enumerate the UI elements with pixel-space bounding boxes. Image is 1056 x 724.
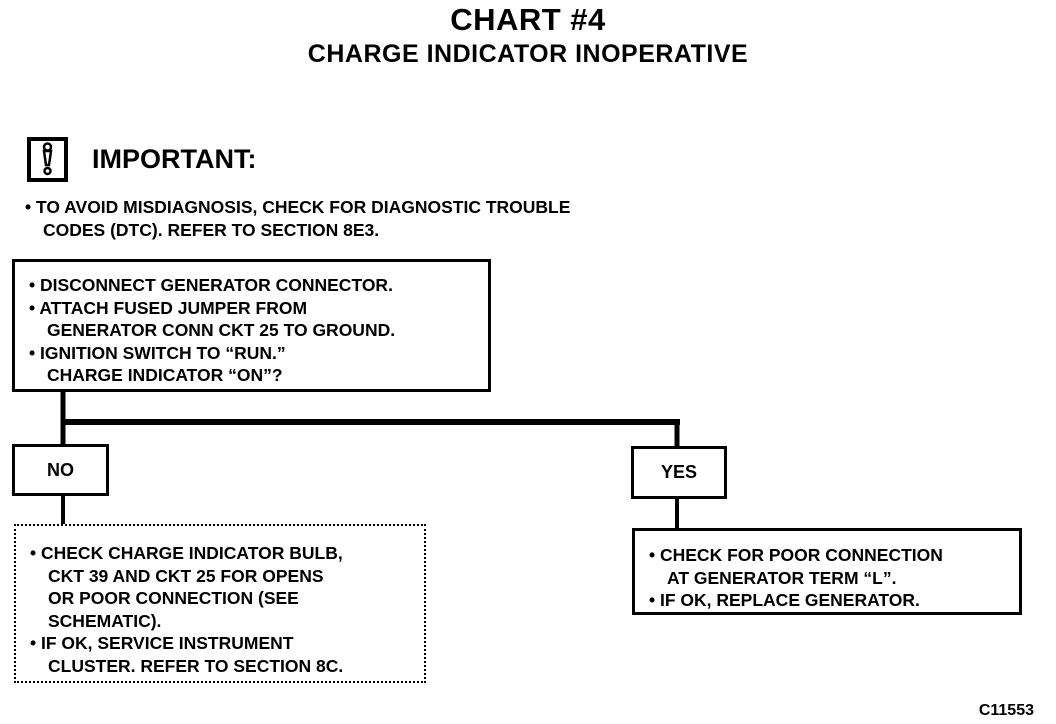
important-note: • TO AVOID MISDIAGNOSIS, CHECK FOR DIAGN…	[25, 196, 570, 242]
important-heading: IMPORTANT:	[92, 144, 257, 174]
result-line: • IF OK, REPLACE GENERATOR.	[649, 590, 920, 610]
step-line: • IGNITION SWITCH TO “RUN.”	[29, 342, 286, 363]
exclamation-icon	[27, 137, 68, 182]
step-line: GENERATOR CONN CKT 25 TO GROUND.	[47, 320, 396, 340]
result-line: SCHEMATIC).	[48, 610, 162, 631]
result-line: CKT 39 AND CKT 25 FOR OPENS	[48, 565, 324, 586]
result-line: • CHECK CHARGE INDICATOR BULB,	[30, 543, 343, 563]
step-line: • ATTACH FUSED JUMPER FROM	[29, 297, 308, 318]
note-line: CODES (DTC). REFER TO SECTION 8E3.	[43, 220, 380, 240]
no-branch-label: NO	[12, 444, 109, 496]
figure-code: C11553	[978, 702, 1034, 719]
yes-result-box: • CHECK FOR POOR CONNECTION AT GENERATOR…	[632, 528, 1022, 615]
result-line: • IF OK, SERVICE INSTRUMENT	[30, 633, 294, 653]
result-line: OR POOR CONNECTION (SEE	[48, 588, 299, 608]
chart-title: CHART #4	[450, 2, 606, 37]
result-line: • CHECK FOR POOR CONNECTION	[649, 545, 943, 565]
yes-branch-label: YES	[631, 446, 727, 499]
chart-subtitle: CHARGE INDICATOR INOPERATIVE	[307, 40, 749, 68]
no-result-box: • CHECK CHARGE INDICATOR BULB, CKT 39 AN…	[14, 524, 426, 683]
result-line: AT GENERATOR TERM “L”.	[667, 567, 897, 588]
step-line: CHARGE INDICATOR “ON”?	[47, 365, 283, 385]
note-line: • TO AVOID MISDIAGNOSIS, CHECK FOR DIAGN…	[25, 197, 571, 217]
result-line: CLUSTER. REFER TO SECTION 8C.	[48, 655, 344, 676]
start-step-box: • DISCONNECT GENERATOR CONNECTOR. • ATTA…	[12, 259, 491, 392]
step-line: • DISCONNECT GENERATOR CONNECTOR.	[29, 275, 393, 295]
